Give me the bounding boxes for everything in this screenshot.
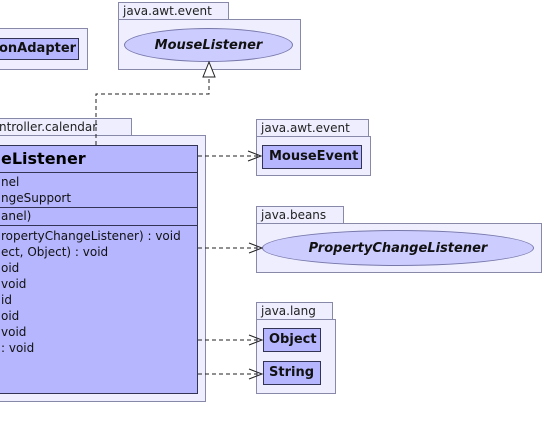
method-row: void — [1, 325, 27, 339]
method-row: : void — [1, 341, 35, 355]
arrowhead-mouse-event — [247, 150, 263, 162]
attribute-row: ngeSupport — [1, 191, 72, 205]
class-mouse-event[interactable]: MouseEvent — [262, 145, 362, 169]
class-attributes: nel ngeSupport — [0, 173, 197, 208]
interface-mouse-listener[interactable]: MouseListener — [124, 28, 293, 62]
class-methods: ropertyChangeListener) : void ect, Objec… — [0, 226, 197, 356]
arrowhead-string — [248, 368, 264, 380]
method-row: void — [1, 277, 27, 291]
class-name: eListener — [0, 146, 197, 173]
method-row: oid — [1, 309, 20, 323]
class-string[interactable]: String — [263, 361, 321, 385]
realization-arrowhead — [202, 60, 216, 78]
package-tab-java-awt-event-top: java.awt.event — [118, 2, 229, 20]
package-tab-java-awt-event-right: java.awt.event — [256, 119, 369, 137]
method-row: id — [1, 293, 12, 307]
constructor-row: anel) — [1, 209, 32, 223]
class-calendar-mouse-listener[interactable]: eListener nel ngeSupport anel) ropertyCh… — [0, 145, 198, 394]
class-object[interactable]: Object — [263, 328, 321, 352]
package-tab-java-lang: java.lang — [256, 302, 333, 320]
method-row: ropertyChangeListener) : void — [1, 229, 181, 243]
package-tab-java-beans: java.beans — [256, 206, 344, 224]
class-mouse-adapter[interactable]: onAdapter — [0, 38, 79, 60]
method-row: ect, Object) : void — [1, 245, 109, 259]
package-tab-controller-calendar: ntroller.calendar — [0, 118, 132, 136]
attribute-row: nel — [1, 175, 20, 189]
realization-edge-mouse-listener — [95, 78, 210, 145]
arrowhead-object — [248, 334, 264, 346]
method-row: oid — [1, 261, 20, 275]
class-constructors: anel) — [0, 208, 197, 226]
arrowhead-property-change-listener — [248, 242, 264, 254]
